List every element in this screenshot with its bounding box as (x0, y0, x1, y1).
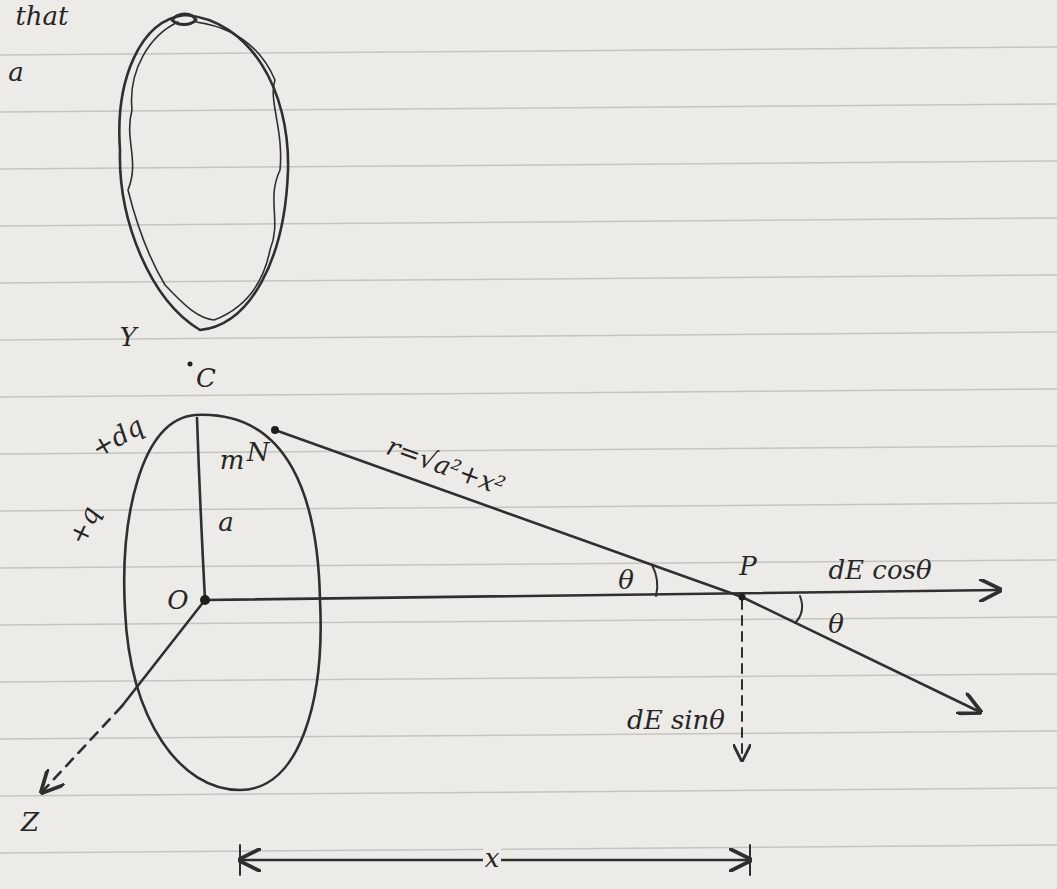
label-text: θ (616, 566, 636, 595)
label-text: Y (117, 323, 138, 352)
charge-scribble (128, 22, 281, 320)
field-direction (742, 597, 980, 712)
label-text: +dq (85, 410, 150, 464)
label-text: x (483, 844, 502, 873)
field-line (275, 430, 742, 597)
point-c (188, 362, 193, 367)
label-text: Z (19, 808, 41, 837)
label-text: dE sinθ (625, 706, 727, 735)
axis-line (205, 590, 1000, 600)
label-text: +q (62, 500, 106, 551)
angle-arc (795, 596, 802, 623)
z-axis (122, 600, 205, 706)
charge-dot (172, 14, 196, 25)
label-text: a (6, 58, 26, 87)
z-axis-dashed (42, 706, 122, 792)
origin-dot (200, 595, 210, 605)
label-text: P (737, 552, 759, 581)
point-n (271, 426, 279, 434)
label-text: a (216, 508, 236, 537)
point-p (739, 594, 746, 601)
label-text: O (165, 586, 190, 615)
paper-lines (0, 47, 1057, 853)
label-text: m (218, 446, 247, 475)
sin-component (741, 600, 743, 760)
ring (124, 415, 320, 790)
angle-arc (652, 565, 657, 596)
label-text: that (13, 2, 70, 31)
label-text: r=√a²+x² (381, 431, 511, 502)
label-text: C (194, 364, 218, 393)
dimension-tick (749, 845, 751, 875)
label-text: θ (826, 610, 846, 639)
label-text: dE cosθ (826, 556, 933, 585)
label-text: N (245, 438, 272, 467)
dimension-tick (239, 845, 241, 875)
charged-ring (119, 15, 288, 330)
radius-line (197, 418, 205, 600)
